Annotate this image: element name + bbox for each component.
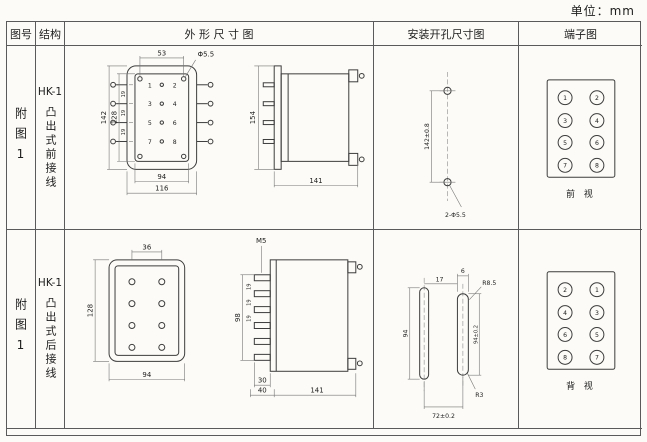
structure-label-row2: 凸出式后接线 (44, 297, 57, 381)
terminal-cell-4: 4 (595, 118, 599, 125)
terminal-cell-2: 2 (595, 95, 599, 102)
fig-no-row2: 附图1 (13, 298, 28, 360)
dim-label-pitch-1: 19 (121, 91, 127, 98)
dim-label-2-phi55: 2-Φ5.5 (445, 212, 466, 219)
dim-label-pitch-2: 19 (121, 110, 127, 117)
header-fig-no: 图号 (7, 22, 36, 46)
dim-label-142: 142 (100, 111, 108, 124)
dim-label-pitch-r2-3: 19 (246, 315, 252, 322)
model-label-row2: HK-1 (37, 277, 63, 289)
dim-label-72-02: 72±0.2 (432, 413, 455, 420)
dim-label-r85: R8.5 (482, 280, 496, 287)
dim-label-94-slot: 94 (402, 329, 409, 337)
dim-label-141: 141 (309, 177, 322, 185)
fig-no-row1: 附图1 (13, 106, 28, 169)
table-bottom-strip (7, 429, 642, 435)
header-mounting: 安装开孔尺寸图 (374, 22, 519, 46)
view-label-front: 前 视 (566, 188, 596, 200)
structure-cell-row1: HK-1 凸出式前接线 (36, 46, 65, 230)
terminal-number-6: 6 (173, 120, 177, 127)
dim-label-pitch-r2-1: 19 (246, 283, 252, 290)
terminal-number-8: 8 (173, 139, 177, 146)
dimension-table: 图号 结构 外 形 尺 寸 图 安装开孔尺寸图 端子图 附图1 HK-1 凸出式… (6, 21, 642, 436)
relay-rear-face-view (108, 259, 186, 362)
relay-side-view-rear (253, 259, 363, 372)
terminal-diagram-back-view: 2 1 4 3 6 5 8 7 背 视 (546, 271, 616, 392)
fig-no-cell-row2: 附图1 (7, 230, 36, 429)
dim-label-pitch-3: 19 (121, 129, 127, 136)
dim-label-154: 154 (249, 110, 257, 124)
terminal-block-outline (546, 79, 616, 178)
view-label-back: 背 视 (566, 380, 596, 392)
dim-label-m5: M5 (256, 237, 266, 245)
terminal-cell-7: 7 (563, 163, 567, 170)
dim-label-94-r2: 94 (142, 371, 151, 379)
dim-label-30: 30 (258, 377, 267, 385)
dim-label-98: 98 (234, 313, 242, 322)
dim-label-94: 94 (157, 173, 166, 181)
terminal-cell-8: 8 (595, 163, 599, 170)
mounting-drawing-rear-wiring: 17 6 R8.5 94 94±0.2 R3 72±0.2 (402, 268, 496, 420)
terminal-number-1: 1 (148, 82, 152, 89)
dim-label-pitch-r2-2: 19 (246, 299, 252, 306)
mounting-cell-row2: 17 6 R8.5 94 94±0.2 R3 72±0.2 (374, 230, 519, 429)
terminal-cell-b2: 1 (595, 287, 599, 294)
dim-label-36: 36 (142, 243, 151, 251)
dim-label-6: 6 (461, 268, 465, 275)
model-label-row1: HK-1 (37, 85, 63, 98)
dim-label-40: 40 (258, 387, 267, 395)
unit-label: 单位：mm (570, 4, 635, 18)
terminal-block-outline-back (546, 271, 616, 370)
dim-label-142-08: 142±0.8 (424, 123, 431, 150)
dim-label-r3: R3 (475, 392, 483, 399)
terminal-cell-6: 6 (595, 140, 599, 147)
outline-drawing-front-wiring: 53 Φ5.5 142 128 19 19 19 94 116 154 141 … (100, 49, 365, 196)
terminal-number-7: 7 (148, 139, 152, 146)
terminal-cell-1: 1 (563, 95, 567, 102)
outline-drawing-rear-wiring: 36 128 94 M5 98 19 19 19 30 40 141 (87, 237, 363, 398)
terminal-cell-b8: 7 (595, 355, 599, 362)
terminal-number-4: 4 (173, 101, 177, 108)
terminal-cell-b7: 8 (563, 355, 567, 362)
header-structure: 结构 (36, 22, 65, 46)
fig-no-cell-row1: 附图1 (7, 46, 36, 230)
dim-label-phi55: Φ5.5 (198, 50, 215, 58)
terminal-number-5: 5 (148, 120, 152, 127)
terminal-cell-row1: 1 2 3 4 5 6 7 8 前 视 (519, 46, 642, 230)
dim-label-17: 17 (436, 276, 444, 283)
header-outline: 外 形 尺 寸 图 (65, 22, 374, 46)
dimension-lines-row1 (107, 55, 359, 196)
terminal-cell-b4: 3 (595, 310, 599, 317)
relay-front-view (110, 65, 214, 170)
terminal-cell-b3: 4 (563, 310, 567, 317)
terminal-cell-b5: 6 (563, 332, 567, 339)
terminal-cell-b1: 2 (563, 287, 567, 294)
terminal-number-3: 3 (148, 101, 152, 108)
dim-label-128-r2: 128 (87, 304, 95, 317)
dim-label-128: 128 (111, 111, 119, 124)
mounting-cell-row1: 142±0.8 2-Φ5.5 (374, 46, 519, 230)
outline-cell-row2: 36 128 94 M5 98 19 19 19 30 40 141 (65, 230, 374, 429)
mounting-dimension-lines (429, 90, 462, 208)
terminal-cell-3: 3 (563, 118, 567, 125)
terminal-number-2: 2 (173, 82, 177, 89)
mounting-slots (419, 287, 469, 380)
header-terminal: 端子图 (519, 22, 642, 46)
terminal-diagram-front-view: 1 2 3 4 5 6 7 8 前 视 (546, 79, 616, 200)
relay-side-view (262, 65, 365, 170)
dim-label-141-r2: 141 (310, 387, 323, 395)
terminal-cell-5: 5 (563, 140, 567, 147)
mounting-drawing-front-wiring: 142±0.8 2-Φ5.5 (424, 71, 466, 219)
dimension-lines-row2 (93, 245, 357, 398)
dim-label-116: 116 (155, 185, 168, 193)
dim-label-94-02: 94±0.2 (473, 325, 479, 344)
dim-label-53: 53 (157, 49, 166, 57)
structure-label-row1: 凸出式前接线 (44, 105, 57, 190)
outline-cell-row1: 53 Φ5.5 142 128 19 19 19 94 116 154 141 … (65, 46, 374, 230)
structure-cell-row2: HK-1 凸出式后接线 (36, 230, 65, 429)
terminal-cell-b6: 5 (595, 332, 599, 339)
terminal-cell-row2: 2 1 4 3 6 5 8 7 背 视 (519, 230, 642, 429)
mounting-dimension-lines-r2 (407, 273, 482, 409)
